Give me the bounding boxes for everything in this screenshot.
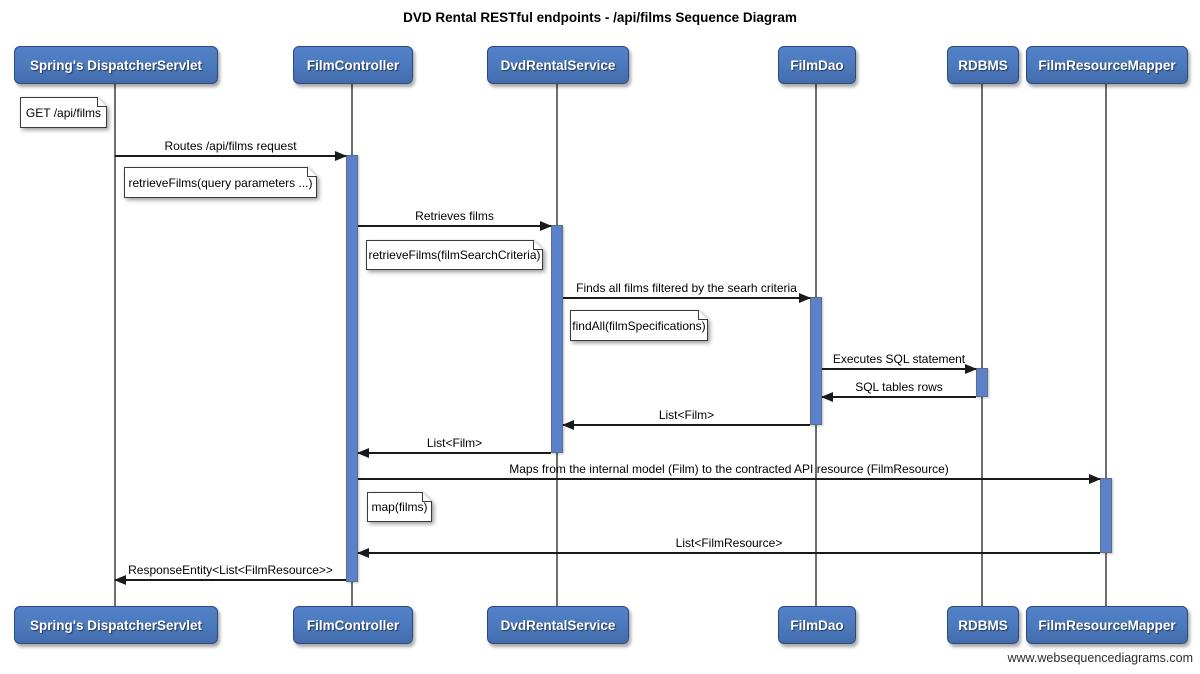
participant-label: FilmController [306,617,400,633]
note: GET /api/films [20,97,107,128]
note-fold-icon [307,167,317,177]
message: Executes SQL statement [822,352,977,374]
message: ResponseEntity<List<FilmResource>> [114,563,346,585]
participant-box: RDBMS [947,606,1019,644]
note-text: retrieveFilms(query parameters ...) [124,167,317,198]
message: SQL tables rows [821,380,976,402]
message-arrow [358,220,552,231]
note-fold-icon [422,492,432,502]
message: List<Film> [357,436,551,458]
activation-bar [976,368,988,397]
lifeline [114,82,116,607]
message-label: SQL tables rows [855,380,943,394]
note-text: retrieveFilms(filmSearchCriteria) [366,240,543,270]
message-arrow [562,419,810,430]
note-fold-icon [97,97,107,107]
message-arrow [358,473,1101,484]
note-text: GET /api/films [20,97,107,128]
note-fold-icon [533,240,543,250]
lifeline [1105,82,1107,607]
participant-box: RDBMS [947,46,1019,84]
message-arrow [563,292,811,303]
participant-label: FilmDao [790,57,844,73]
message-arrow [357,447,551,458]
note: retrieveFilms(filmSearchCriteria) [366,240,543,270]
message: List<Film> [562,408,810,430]
participant-box: DvdRentalService [487,606,629,644]
participant-label: FilmResourceMapper [1038,57,1176,73]
participant-box: FilmController [293,46,413,84]
participant-box: FilmResourceMapper [1026,606,1188,644]
participant-label: RDBMS [958,617,1008,633]
participant-label: FilmDao [790,617,844,633]
note: map(films) [367,492,432,522]
participant-label: Spring's DispatcherServlet [29,617,203,633]
message-arrow [115,150,347,161]
message-arrow [114,574,346,585]
lifeline [981,82,983,607]
participant-label: RDBMS [958,57,1008,73]
message-arrow [822,363,977,374]
message: List<FilmResource> [357,536,1100,558]
message: Finds all films filtered by the searh cr… [563,281,811,303]
participant-label: FilmResourceMapper [1038,617,1176,633]
activation-bar [346,155,358,582]
watermark-text: www.websequencediagrams.com [1007,651,1193,665]
message-label: Finds all films filtered by the searh cr… [576,281,797,295]
message: Retrieves films [358,209,552,231]
note-fold-icon [698,310,708,320]
participant-label: DvdRentalService [500,617,616,633]
message-label: List<Film> [426,436,483,450]
participant-box: FilmDao [778,46,856,84]
participant-box: Spring's DispatcherServlet [14,606,218,644]
participant-box: Spring's DispatcherServlet [14,46,218,84]
message-label: Routes /api/films request [164,139,297,153]
participant-box: FilmResourceMapper [1026,46,1188,84]
note-text: findAll(filmSpecifications) [570,310,708,341]
message-label: ResponseEntity<List<FilmResource>> [128,563,333,577]
message-label: Retrieves films [415,209,494,223]
message-label: Executes SQL statement [832,352,966,366]
note: findAll(filmSpecifications) [570,310,708,341]
participant-label: DvdRentalService [500,57,616,73]
diagram-title: DVD Rental RESTful endpoints - /api/film… [403,10,797,25]
message: Maps from the internal model (Film) to t… [358,462,1101,484]
note: retrieveFilms(query parameters ...) [124,167,317,198]
participant-box: FilmDao [778,606,856,644]
message-arrow [357,547,1100,558]
message: Routes /api/films request [115,139,347,161]
participant-box: FilmController [293,606,413,644]
note-text: map(films) [367,492,432,522]
activation-bar [1100,478,1112,553]
message-label: List<Film> [658,408,715,422]
participant-label: Spring's DispatcherServlet [29,57,203,73]
activation-bar [810,297,822,425]
participant-label: FilmController [306,57,400,73]
participant-box: DvdRentalService [487,46,629,84]
message-arrow [821,391,976,402]
message-label: Maps from the internal model (Film) to t… [509,462,949,476]
activation-bar [551,225,563,453]
message-label: List<FilmResource> [675,536,783,550]
